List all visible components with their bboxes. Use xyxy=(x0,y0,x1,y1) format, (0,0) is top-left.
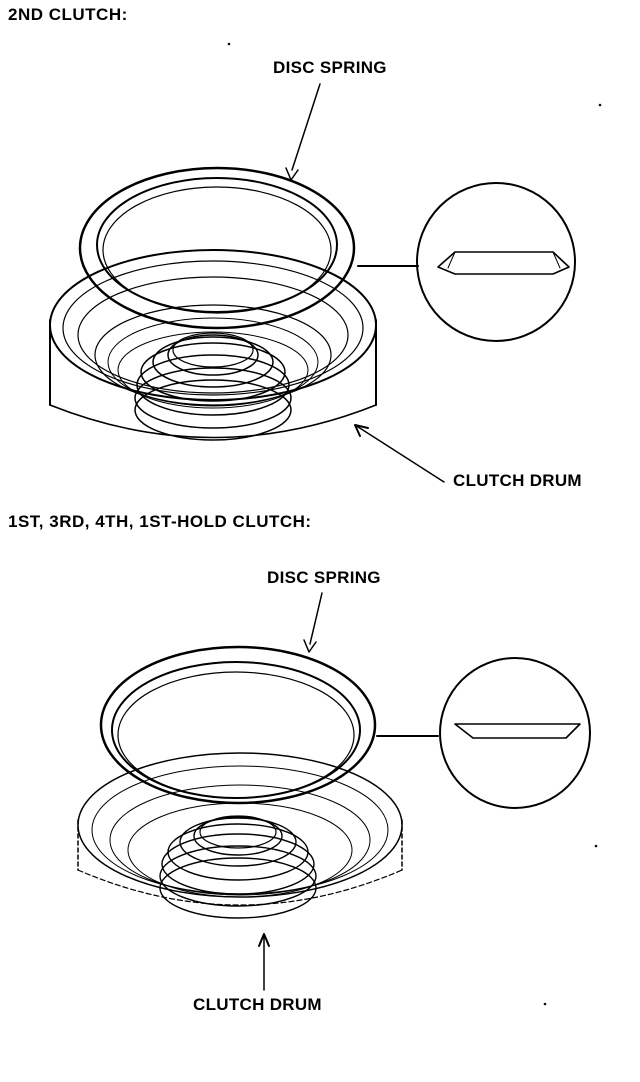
clutch-drum-top xyxy=(49,249,377,441)
disc-spring-label-top: DISC SPRING xyxy=(273,58,387,77)
cross-section-detail-top xyxy=(357,182,576,342)
clutch-drum-pointer-top xyxy=(354,424,445,483)
clutch-drum-label-bottom: CLUTCH DRUM xyxy=(193,995,322,1014)
scan-specks xyxy=(227,42,602,1006)
cross-section-detail-bottom xyxy=(376,657,591,809)
disc-spring-top xyxy=(78,166,356,330)
disc-spring-pointer-bottom xyxy=(303,592,323,653)
disc-spring-pointer-top xyxy=(285,83,321,181)
clutch-drum-bottom xyxy=(77,752,403,919)
clutch-drum-label-top: CLUTCH DRUM xyxy=(453,471,582,490)
clutch-drum-pointer-bottom xyxy=(258,933,270,991)
disc-spring-bottom xyxy=(99,645,377,805)
disc-spring-label-bottom: DISC SPRING xyxy=(267,568,381,587)
section-title-1st-3rd-4th-clutch: 1ST, 3RD, 4TH, 1ST-HOLD CLUTCH: xyxy=(8,512,312,531)
section-title-2nd-clutch: 2ND CLUTCH: xyxy=(8,5,128,24)
